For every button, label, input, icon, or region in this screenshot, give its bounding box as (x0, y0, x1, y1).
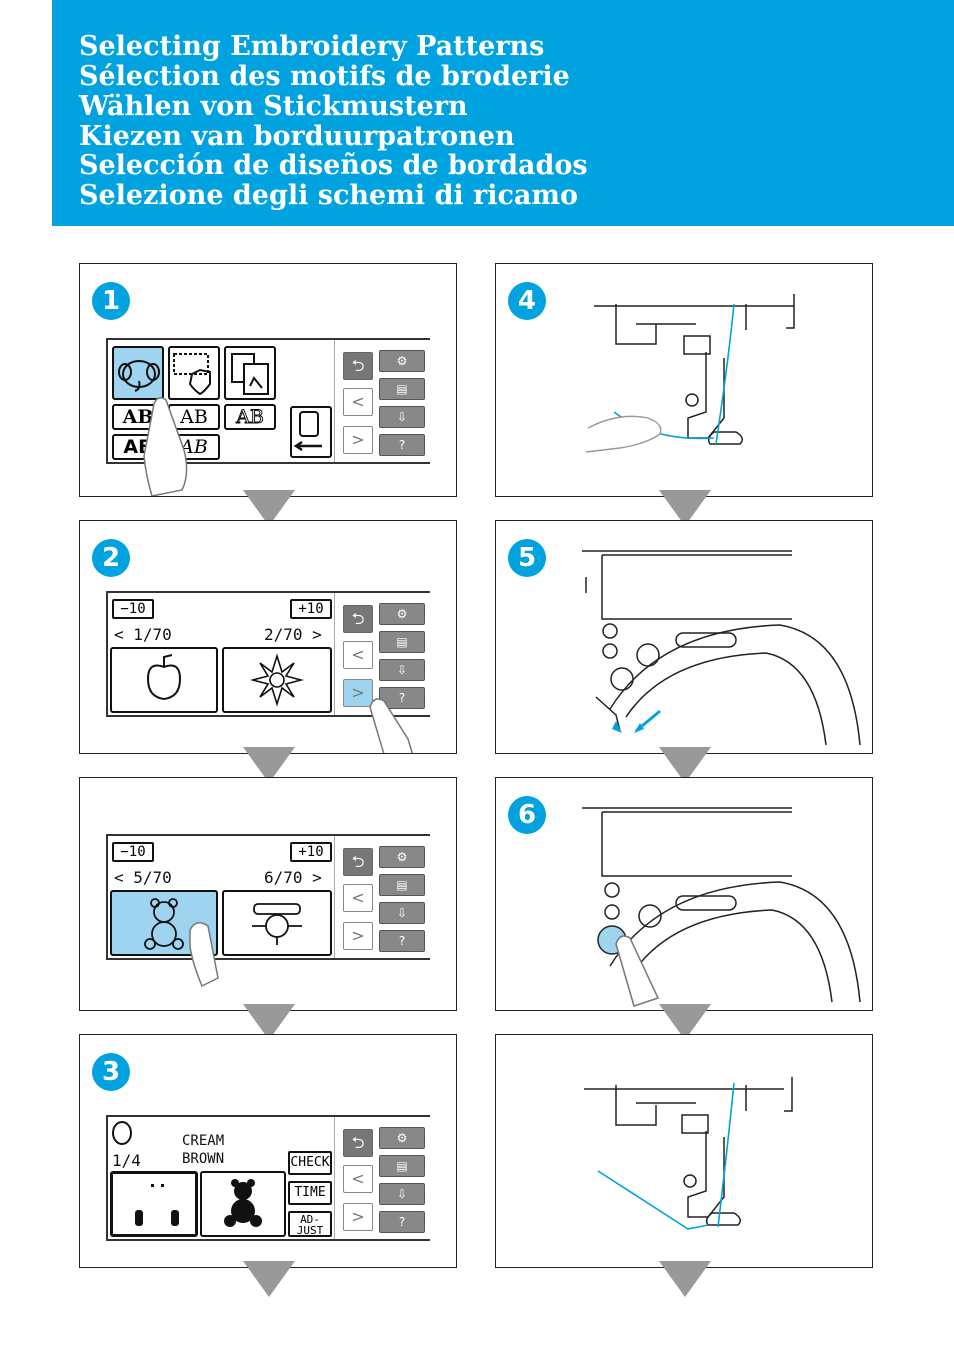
next-button[interactable]: > (343, 922, 373, 950)
apple-pattern[interactable] (110, 647, 218, 713)
presser-lever-illustration (582, 550, 861, 746)
doc-icon[interactable]: ▤ (379, 378, 425, 400)
pattern-preview (200, 1171, 286, 1237)
settings-icon[interactable]: ⚙ (379, 603, 425, 625)
step-badge-2: 2 (92, 539, 130, 577)
current-color-preview (110, 1171, 198, 1237)
adjust-button[interactable]: AD-JUST (288, 1211, 332, 1237)
color-count: 1/4 (112, 1151, 141, 1170)
next-button[interactable]: > (343, 1203, 373, 1231)
step-badge-3: 3 (92, 1053, 130, 1091)
settings-icon[interactable]: ⚙ (379, 1127, 425, 1149)
check-button[interactable]: CHECK (288, 1151, 332, 1175)
side-menu-2b: ⮌ < > ⚙ ▤ ⇩ ? (334, 836, 430, 958)
back-button[interactable]: ⮌ (343, 848, 373, 876)
lcd-screen-2: −10 +10 < 1/70 2/70 > ⮌ < > ⚙ ▤ ⇩ ? (106, 591, 430, 717)
step-3-panel: 3 1/4 CREAM BROWN CHECK TIME AD-JUST ⮌ <… (79, 1034, 457, 1268)
prev-button[interactable]: < (343, 884, 373, 912)
prev-button[interactable]: < (343, 388, 373, 416)
step-5-panel: 5 (495, 520, 873, 754)
font-3-button[interactable]: AB (224, 404, 276, 430)
page-prev-label: < 1/70 (114, 625, 172, 644)
step-7-panel (495, 1034, 873, 1268)
airplane-pattern[interactable] (222, 890, 332, 956)
thread-color-1: CREAM (182, 1133, 225, 1149)
presser-foot-illustration (585, 294, 795, 453)
save-icon[interactable]: ⇩ (379, 1183, 425, 1205)
finger-icon (369, 698, 413, 753)
step-2-panel: 2 −10 +10 < 1/70 2/70 > ⮌ < > ⚙ ▤ ⇩ ? (79, 520, 457, 754)
title-it: Selezione degli schemi di ricamo (79, 180, 578, 211)
page-prev-label: < 5/70 (114, 868, 172, 887)
header-banner: Selecting Embroidery Patterns Sélection … (52, 0, 954, 226)
lcd-screen-2b: −10 +10 < 5/70 6/70 > ⮌ < > ⚙ ▤ ⇩ ? (106, 834, 430, 960)
frame-pattern-icon[interactable] (168, 346, 220, 400)
memory-pattern-icon[interactable] (224, 346, 276, 400)
thread-color-2: BROWN (182, 1151, 225, 1167)
prev-button[interactable]: < (343, 641, 373, 669)
minus-10-button[interactable]: −10 (112, 599, 154, 619)
bobbin-icon[interactable] (290, 406, 332, 458)
adjust-label-1: AD- (300, 1213, 320, 1226)
settings-icon[interactable]: ⚙ (379, 350, 425, 372)
title-en: Selecting Embroidery Patterns (79, 31, 545, 62)
start-button-illustration (582, 807, 861, 1007)
step-badge-5: 5 (508, 539, 546, 577)
thread-spool-icon (112, 1121, 132, 1145)
doc-icon[interactable]: ▤ (379, 631, 425, 653)
back-button[interactable]: ⮌ (343, 352, 373, 380)
lcd-screen-3: 1/4 CREAM BROWN CHECK TIME AD-JUST ⮌ < >… (106, 1115, 430, 1241)
finger-icon (143, 397, 188, 496)
step-badge-4: 4 (508, 282, 546, 320)
teddy-bear-pattern[interactable] (110, 890, 218, 956)
step-badge-6: 6 (508, 796, 546, 834)
help-icon[interactable]: ? (379, 434, 425, 456)
plus-10-button[interactable]: +10 (290, 599, 332, 619)
step-1-panel: 1 AB AB AB AB AB ⮌ < > ⚙ ▤ ⇩ ? (79, 263, 457, 497)
minus-10-button[interactable]: −10 (112, 842, 154, 862)
time-button[interactable]: TIME (288, 1181, 332, 1205)
adjust-label-2: JUST (296, 1224, 324, 1237)
help-icon[interactable]: ? (379, 1211, 425, 1233)
side-menu-1: ⮌ < > ⚙ ▤ ⇩ ? (334, 340, 430, 462)
side-menu-3: ⮌ < > ⚙ ▤ ⇩ ? (334, 1117, 430, 1239)
elephant-pattern-icon[interactable] (112, 346, 164, 400)
prev-button[interactable]: < (343, 1165, 373, 1193)
save-icon[interactable]: ⇩ (379, 659, 425, 681)
page-next-label: 2/70 > (264, 625, 322, 644)
back-button[interactable]: ⮌ (343, 605, 373, 633)
back-button[interactable]: ⮌ (343, 1129, 373, 1157)
page-next-label: 6/70 > (264, 868, 322, 887)
step-6-panel: 6 (495, 777, 873, 1011)
flower-pattern[interactable] (222, 647, 332, 713)
title-nl: Kiezen van borduurpatronen (79, 121, 515, 152)
down-arrow (659, 1261, 711, 1297)
title-de: Wählen von Stickmustern (79, 91, 468, 122)
save-icon[interactable]: ⇩ (379, 902, 425, 924)
title-fr: Sélection des motifs de broderie (79, 61, 570, 92)
sewing-start-illustration (584, 1077, 793, 1230)
down-arrow (243, 1261, 295, 1297)
save-icon[interactable]: ⇩ (379, 406, 425, 428)
next-button[interactable]: > (343, 426, 373, 454)
next-button[interactable]: > (343, 679, 373, 707)
help-icon[interactable]: ? (379, 687, 425, 709)
plus-10-button[interactable]: +10 (290, 842, 332, 862)
step-2b-panel: −10 +10 < 5/70 6/70 > ⮌ < > ⚙ ▤ ⇩ ? (79, 777, 457, 1011)
finger-icon (189, 922, 219, 988)
side-menu-2: ⮌ < > ⚙ ▤ ⇩ ? (334, 593, 430, 715)
step-badge-1: 1 (92, 282, 130, 320)
doc-icon[interactable]: ▤ (379, 1155, 425, 1177)
step-4-panel: 4 (495, 263, 873, 497)
help-icon[interactable]: ? (379, 930, 425, 952)
doc-icon[interactable]: ▤ (379, 874, 425, 896)
title-es: Selección de diseños de bordados (79, 150, 588, 181)
settings-icon[interactable]: ⚙ (379, 846, 425, 868)
